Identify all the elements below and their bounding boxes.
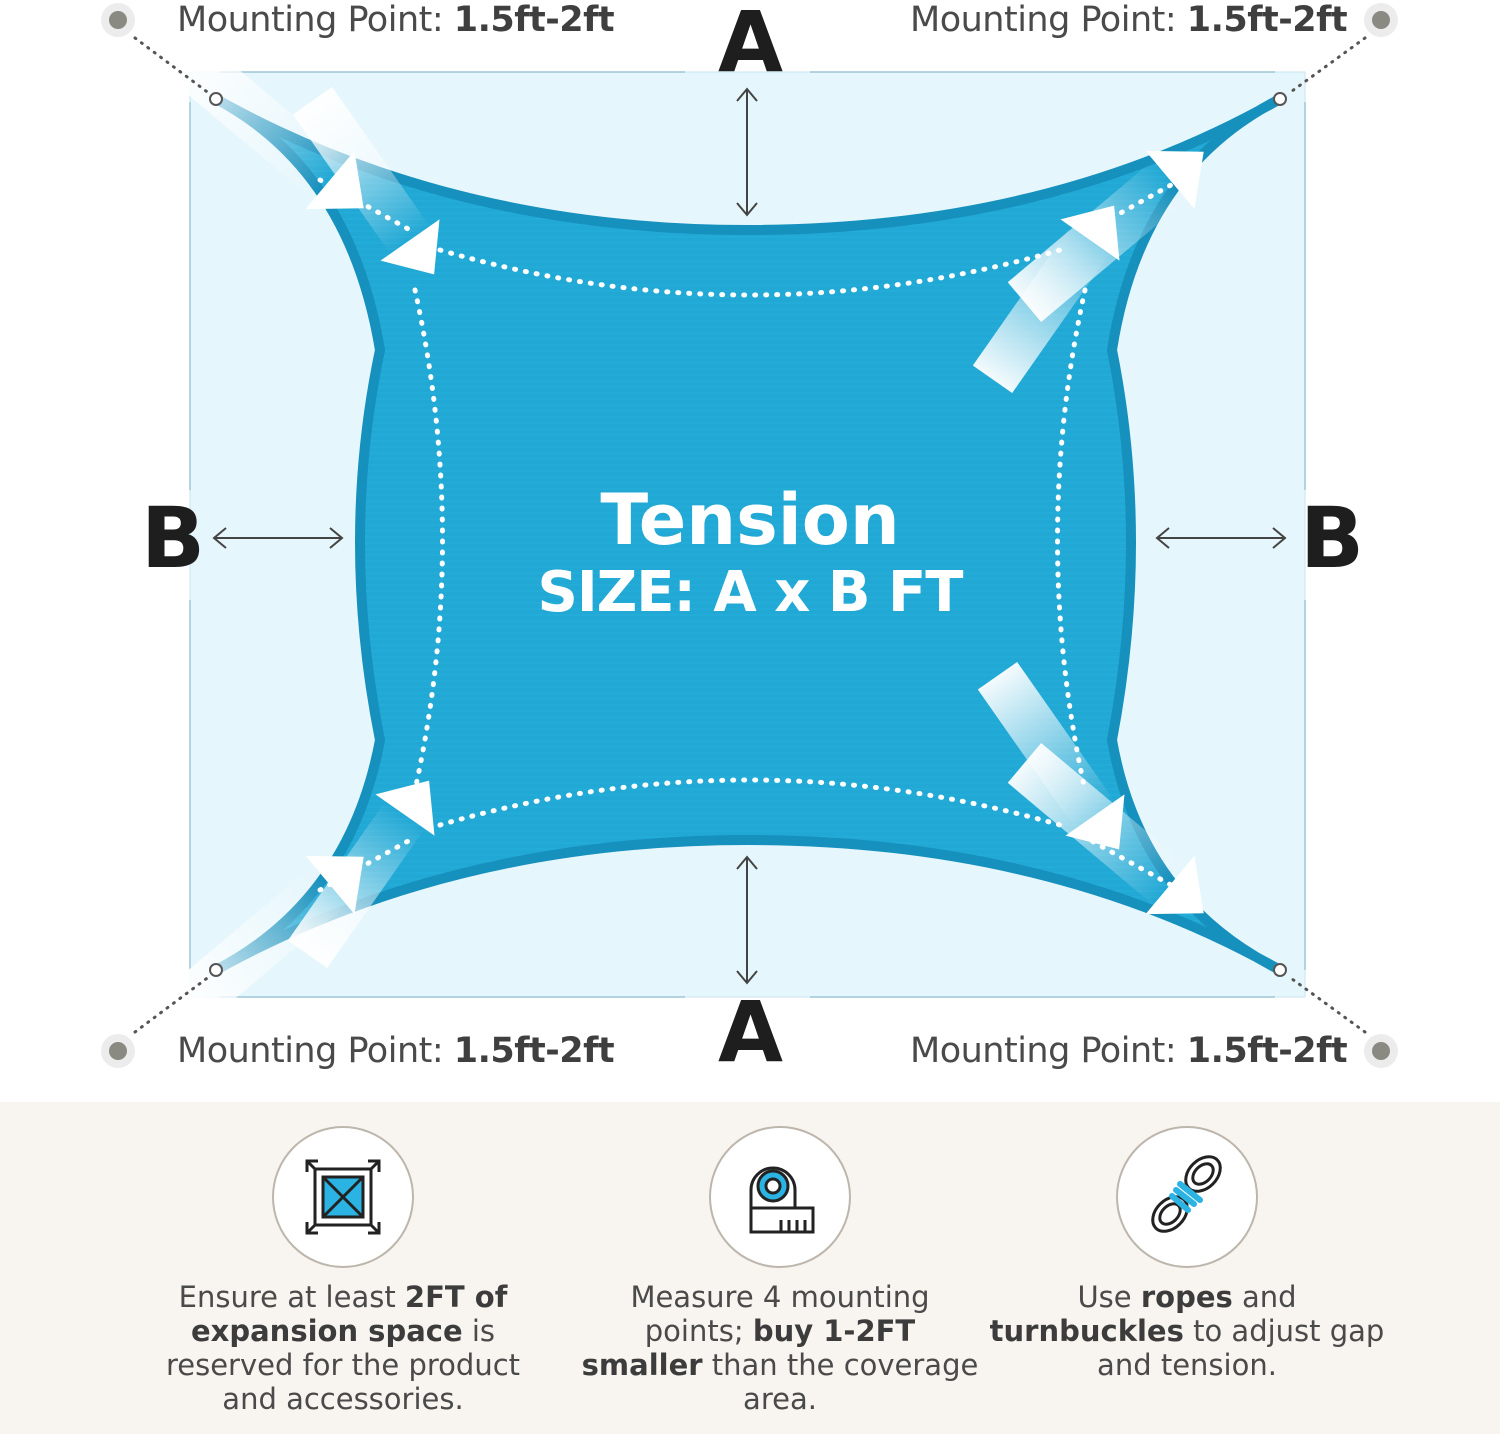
mounting-point-markers [101,3,1398,1068]
tip-icon-circle [272,1126,414,1268]
tip-measure: Measure 4 mounting points; buy 1-2FT sma… [580,1126,980,1416]
expansion-space-icon [305,1159,381,1235]
tip-expansion-space: Ensure at least 2FT of expansion space i… [143,1126,543,1416]
tip-text-ropes: Use ropes and turnbuckles to adjust gap … [989,1280,1385,1382]
tip-text-measure: Measure 4 mounting points; buy 1-2FT sma… [581,1280,979,1416]
dimension-label-top: A [718,0,784,91]
rope-icon [1151,1155,1222,1233]
tip-icon-circle [1116,1126,1258,1268]
tip-icon-circle [709,1126,851,1268]
mounting-point-top-left: Mounting Point: 1.5ft-2ft [177,0,615,40]
tension-arrows [167,37,1204,1028]
tension-title: Tension [600,479,900,561]
dimension-label-left: B [141,489,206,587]
tip-ropes: Use ropes and turnbuckles to adjust gap … [987,1126,1387,1382]
tape-measure-icon [749,1166,815,1234]
tip-text-expansion: Ensure at least 2FT of expansion space i… [165,1280,521,1416]
shade-sail-diagram [101,3,1398,1068]
dimension-label-bottom: A [718,983,784,1081]
mounting-point-top-right: Mounting Point: 1.5ft-2ft [910,0,1348,40]
dimension-label-right: B [1300,489,1365,587]
mounting-point-bottom-left: Mounting Point: 1.5ft-2ft [177,1031,615,1071]
mounting-point-bottom-right: Mounting Point: 1.5ft-2ft [910,1031,1348,1071]
measurement-arrows [212,87,1287,985]
size-label: SIZE: A x B FT [537,560,963,625]
